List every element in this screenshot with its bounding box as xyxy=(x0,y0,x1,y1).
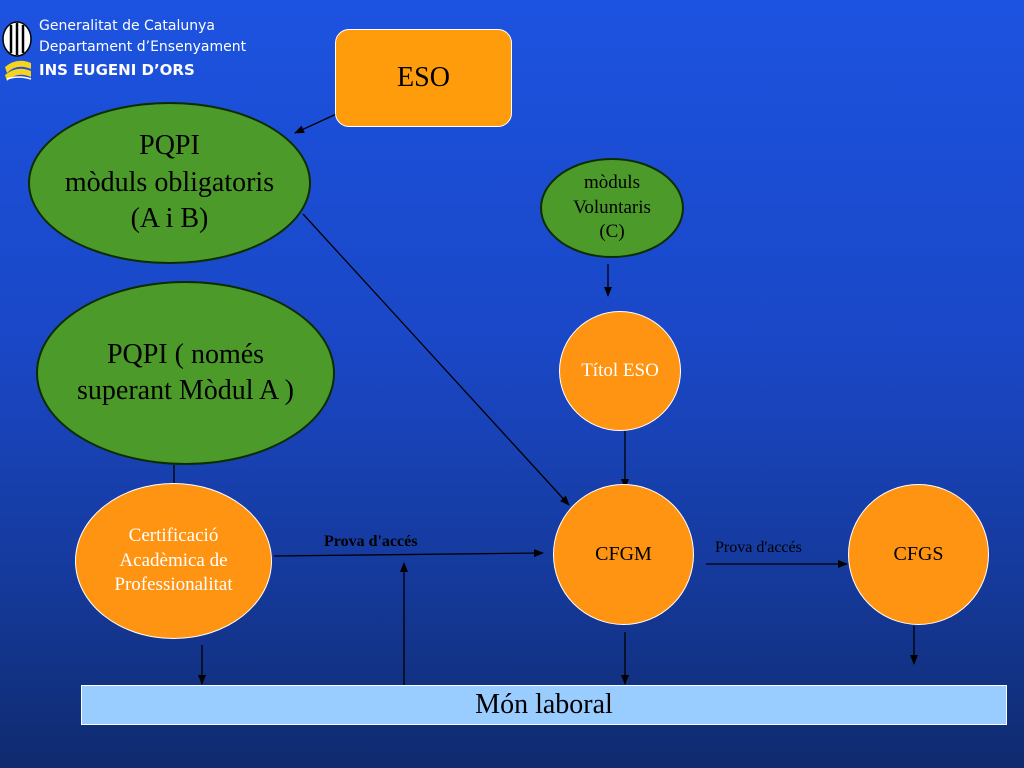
moduls-voluntaris-node: mòduls Voluntaris (C) xyxy=(540,158,684,258)
prova-acces-label-cert-cfgm: Prova d'accés xyxy=(324,533,418,550)
header-line-institute: INS EUGENI D’ORS xyxy=(39,61,195,79)
mon-laboral-bar: Món laboral xyxy=(81,685,1007,725)
titol-eso-label: Títol ESO xyxy=(581,360,659,381)
institution-header: Generalitat de Catalunya Departament d’E… xyxy=(0,0,300,95)
moduls-voluntaris-line-1: mòduls xyxy=(584,171,640,193)
certificacio-line-2: Acadèmica de xyxy=(119,549,228,571)
moduls-voluntaris-line-3: (C) xyxy=(599,221,625,243)
generalitat-logo-icon xyxy=(2,21,32,81)
header-line-departament: Departament d’Ensenyament xyxy=(39,39,247,55)
mon-laboral-label: Món laboral xyxy=(475,689,613,720)
eso-node: ESO xyxy=(335,29,512,127)
pqpi-obligatoris-line-3: (A i B) xyxy=(130,203,209,235)
titol-eso-node: Títol ESO xyxy=(559,311,681,431)
pqpi-obligatoris-node: PQPI mòduls obligatoris (A i B) xyxy=(28,102,311,264)
moduls-voluntaris-line-2: Voluntaris xyxy=(573,196,651,218)
pqpi-modul-a-line-1: PQPI ( només xyxy=(106,338,265,370)
eso-label: ESO xyxy=(397,62,450,93)
certificacio-node: Certificació Acadèmica de Professionalit… xyxy=(75,483,272,639)
header-line-generalitat: Generalitat de Catalunya xyxy=(39,18,215,34)
certificacio-line-3: Professionalitat xyxy=(114,574,233,596)
certificacio-line-1: Certificació xyxy=(128,524,219,546)
pqpi-modul-a-line-2: superant Mòdul A ) xyxy=(77,375,294,406)
cfgm-label: CFGM xyxy=(595,543,652,565)
arrow-pqpi-to-cfgm xyxy=(302,213,570,506)
pqpi-obligatoris-line-2: mòduls obligatoris xyxy=(64,166,275,198)
cfgs-node: CFGS xyxy=(848,484,989,625)
cfgs-label: CFGS xyxy=(893,543,944,565)
prova-acces-label-cfgm-cfgs: Prova d'accés xyxy=(715,539,802,556)
cfgm-node: CFGM xyxy=(553,484,694,625)
arrow-cert-to-cfgm xyxy=(273,549,544,558)
pqpi-modul-a-node: PQPI ( només superant Mòdul A ) xyxy=(36,281,335,465)
pqpi-obligatoris-line-1: PQPI xyxy=(139,130,200,162)
